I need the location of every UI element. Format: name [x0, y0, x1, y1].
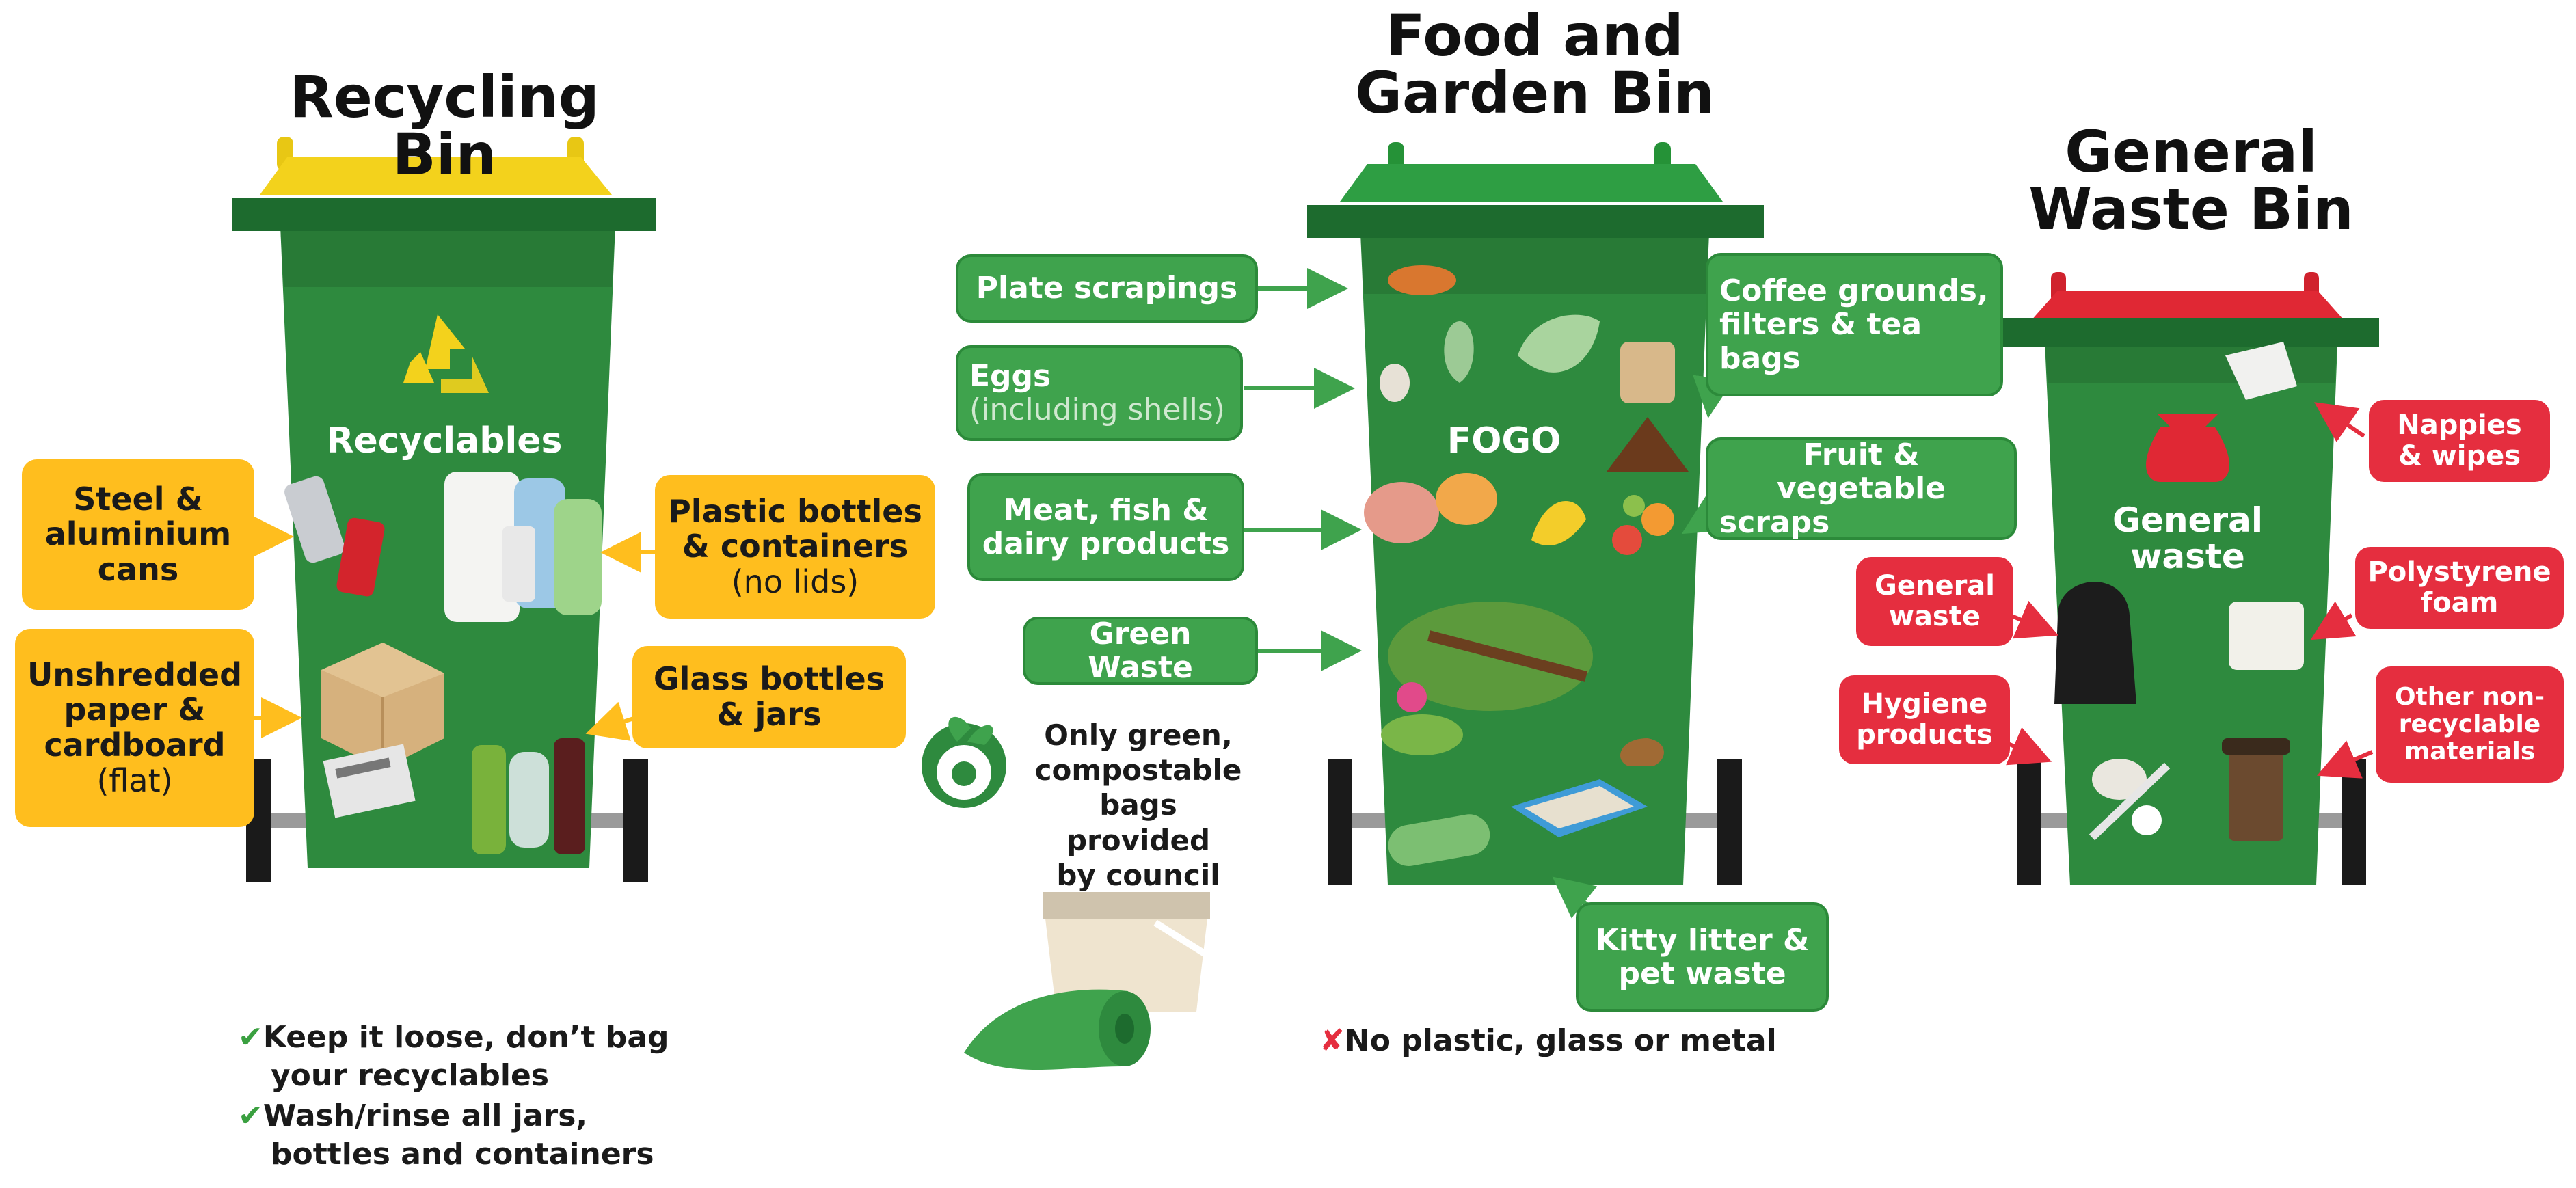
checkmark-icon: ✔ [238, 1098, 263, 1133]
label-line: Unshredded [27, 656, 243, 693]
label-line: Kitty litter & [1595, 922, 1810, 958]
note-line: Only green, [1044, 718, 1233, 752]
label-line: & containers [682, 528, 909, 565]
label-eggs: Eggs (including shells) [956, 345, 1243, 441]
note-line: bags provided [1066, 788, 1211, 857]
label-coffee-grounds: Coffee grounds, filters & tea bags [1706, 253, 2003, 396]
label-line: Green Waste [1088, 616, 1193, 685]
label-line: scraps [1719, 504, 1830, 540]
label-subtext: (including shells) [969, 392, 1225, 427]
label-line: General [1875, 570, 1995, 602]
label-hygiene-products: Hygiene products [1839, 675, 2010, 764]
bag-roll-icon [964, 989, 1151, 1070]
general-bin-title: General Waste Bin [2010, 123, 2372, 238]
fogo-bin-label: FOGO [1447, 420, 1561, 461]
label-line: Polystyrene [2367, 556, 2551, 589]
label-meat-fish-dairy: Meat, fish & dairy products [967, 473, 1244, 581]
label-line: Other non- [2394, 682, 2545, 711]
label-polystyrene-foam: Polystyrene foam [2355, 547, 2564, 629]
recycling-bin-icon [232, 137, 656, 882]
label-subtext: (no lids) [731, 563, 859, 600]
rubbish-bag-icon [2146, 414, 2229, 482]
label-line: cans [97, 550, 179, 588]
label-general-waste: General waste [1856, 557, 2013, 646]
label-plate-scrapings: Plate scrapings [956, 254, 1258, 323]
label-line: waste [1888, 601, 1981, 632]
label-line: Steel & [73, 480, 203, 517]
label-steel-cans: Steel & aluminium cans [22, 459, 254, 610]
note-line: Keep it loose, don’t bag [263, 1020, 669, 1055]
compostable-logo-icon [922, 716, 1006, 808]
label-line: dairy products [982, 526, 1230, 561]
label-nappies-wipes: Nappies & wipes [2369, 400, 2550, 482]
label-line: aluminium [44, 515, 232, 553]
fogo-title-line-1: Food and [1386, 2, 1684, 69]
label-other-non-recyclable: Other non- recyclable materials [2376, 666, 2564, 783]
label-glass-bottles: Glass bottles & jars [632, 646, 906, 748]
kitchen-caddy-icon [1043, 892, 1212, 1012]
label-subtext: (flat) [96, 761, 173, 799]
label-line: materials [2404, 738, 2536, 766]
label-line: bags [1719, 340, 1801, 376]
label-line: Fruit & vegetable [1776, 437, 1946, 507]
label-line: Glass bottles [653, 660, 885, 698]
recycling-note-2: ✔Wash/rinse all jars, bottles and contai… [238, 1097, 654, 1174]
fogo-no-plastic-note: ✘No plastic, glass or metal [1319, 1022, 1777, 1060]
fogo-bags-note: Only green, compostable bags provided by… [1025, 718, 1251, 893]
label-plastic-bottles: Plastic bottles & containers (no lids) [655, 475, 935, 619]
general-title-line-2: Waste Bin [2028, 176, 2354, 243]
recycling-bin-title: Recycling Bin [289, 64, 600, 188]
label-line: recyclable [2398, 710, 2541, 738]
label-line: cardboard [44, 727, 226, 764]
general-waste-bin-icon [2003, 272, 2379, 885]
label-line: & wipes [2398, 440, 2521, 472]
label-line: paper & [64, 691, 206, 729]
recycling-note-1: ✔Keep it loose, don’t bag your recyclabl… [238, 1018, 669, 1096]
fogo-title-line-2: Garden Bin [1355, 59, 1715, 126]
general-bin-label-line-1: General [2112, 500, 2263, 540]
label-kitty-litter: Kitty litter & pet waste [1576, 902, 1829, 1012]
label-green-waste: Green Waste [1023, 617, 1258, 685]
label-line: filters & tea [1719, 307, 1922, 342]
checkmark-icon: ✔ [238, 1020, 263, 1055]
label-line: foam [2420, 587, 2499, 619]
recycle-icon [403, 314, 489, 393]
note-line: by council [1056, 858, 1220, 892]
fogo-bin-title: Food and Garden Bin [1319, 7, 1750, 122]
label-paper-cardboard: Unshredded paper & cardboard (flat) [15, 629, 254, 827]
general-title-line-1: General [2065, 118, 2318, 185]
label-line: Plastic bottles [668, 492, 922, 530]
note-line: No plastic, glass or metal [1344, 1023, 1777, 1058]
general-bin-label-line-2: waste [2130, 536, 2245, 576]
label-line: Coffee grounds, [1719, 273, 1989, 309]
general-waste-bin-label: General waste [2078, 502, 2297, 574]
note-line: bottles and containers [271, 1137, 654, 1172]
label-line: Meat, fish & [1003, 492, 1209, 528]
cross-icon: ✘ [1319, 1023, 1345, 1058]
label-line: Plate scrapings [976, 271, 1238, 306]
note-line: compostable [1034, 753, 1242, 787]
label-line: products [1856, 719, 1993, 751]
label-fruit-veg: Fruit & vegetable scraps [1706, 437, 2017, 540]
label-line: Hygiene [1861, 688, 1988, 720]
label-line: Eggs [969, 358, 1051, 394]
recyclables-bin-label: Recyclables [326, 420, 563, 461]
label-line: pet waste [1618, 956, 1786, 991]
label-line: & jars [716, 696, 822, 733]
arrow-icon [253, 268, 2374, 919]
note-line: Wash/rinse all jars, [263, 1098, 588, 1133]
note-line: your recyclables [271, 1058, 550, 1094]
fogo-bin-icon [1307, 142, 1764, 885]
label-line: Nappies [2397, 409, 2522, 442]
